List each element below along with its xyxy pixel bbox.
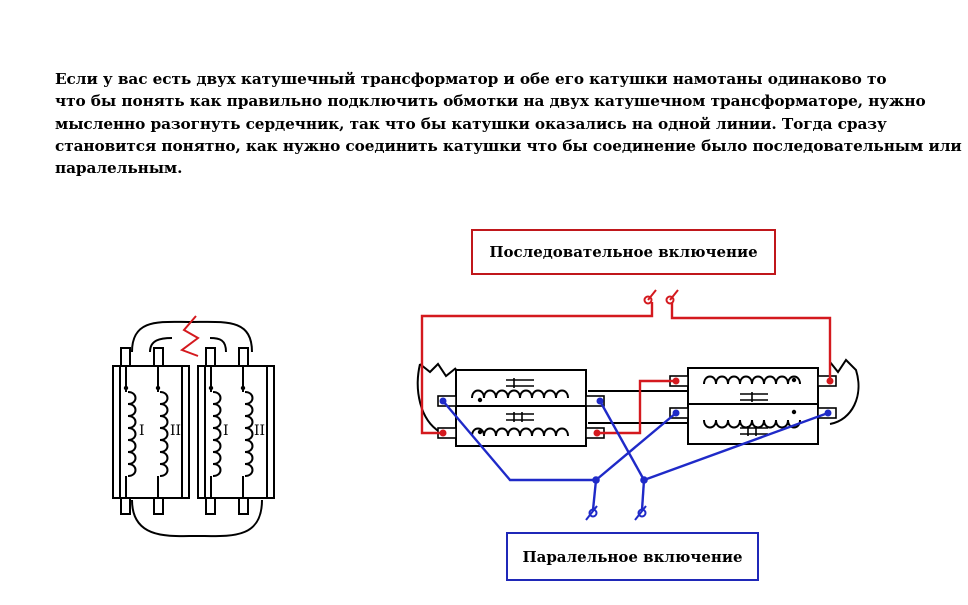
intro-line-3: мысленно разогнуть сердечник, так что бы… [55,114,887,133]
winding-right-2 [244,391,254,477]
parallel-wiring [442,400,829,511]
parallel-connection-text: Паралельное включение [522,547,743,566]
winding-left-1 [127,391,137,477]
series-connection-label: Последовательное включение [471,229,776,275]
unfolded-transformer [416,358,860,447]
core-end-left [416,362,457,433]
core-end-right [829,358,860,425]
coil-label-right-1: I [223,423,229,439]
parallel-input-terminals [585,505,647,521]
parallel-connection-label: Паралельное включение [506,532,759,581]
winding-start-dots [123,385,246,391]
core-break-symbol [179,315,200,357]
series-terminal-dots [439,377,834,437]
parallel-junction-dots [439,397,832,484]
intro-line-1: Если у вас есть двух катушечный трансфор… [55,70,887,88]
winding-left-2 [159,391,169,477]
intro-line-5: паралельным. [55,159,183,178]
series-input-terminals [643,289,679,305]
coil-label-left-2: II [170,423,181,439]
winding-right-1 [212,391,222,477]
coil-label-left-1: I [139,423,145,439]
coil-label-right-2: II [254,423,265,439]
core-wire-bottom [131,499,263,538]
intro-line-2: что бы понять как правильно подключить о… [55,92,926,111]
intro-line-4: становится понятно, как нужно соединить … [55,136,962,155]
series-connection-text: Последовательное включение [489,243,758,261]
intro-paragraph: Если у вас есть двух катушечный трансфор… [55,68,962,179]
